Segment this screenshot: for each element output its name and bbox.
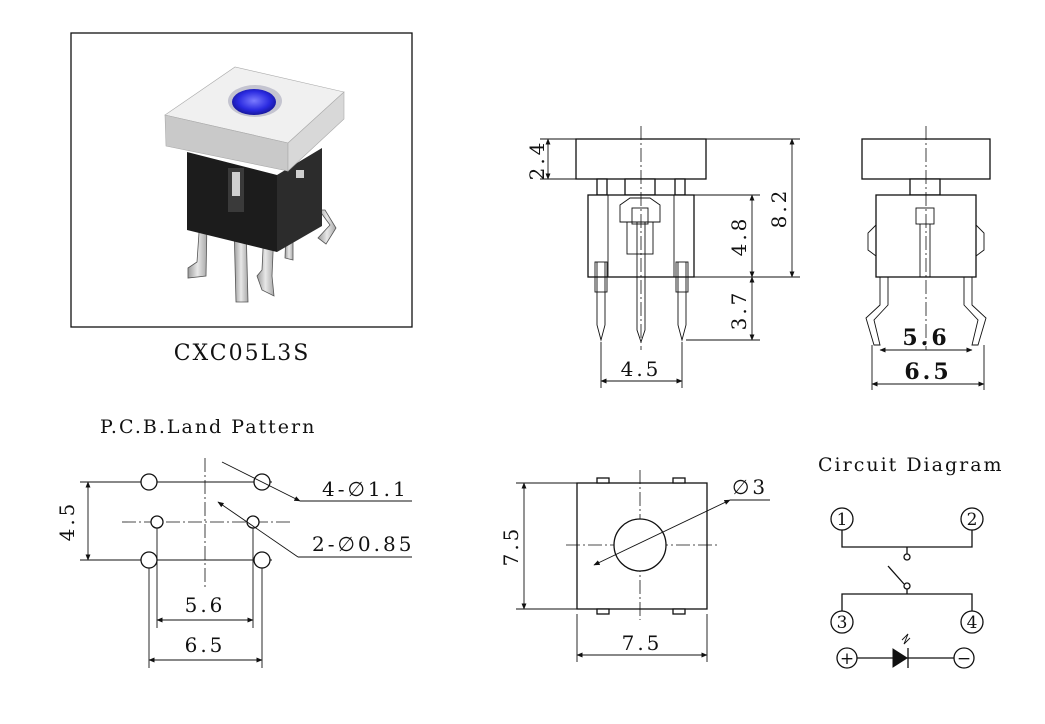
dim-lens-dia: ∅3: [732, 475, 768, 499]
leader-small: [217, 501, 299, 558]
dim-pin-inner: 5.6: [902, 325, 949, 351]
pin-4-label: 4: [967, 613, 978, 633]
dim-body-height: 4.8: [727, 216, 751, 257]
pcb-title: P.C.B.Land Pattern: [100, 416, 316, 438]
dim-top-width: 7.5: [622, 631, 663, 655]
circuit-title: Circuit Diagram: [818, 454, 1004, 476]
pin-2-label: 2: [967, 510, 978, 530]
hole-large: [140, 473, 158, 491]
led-lens: [232, 89, 276, 115]
hole-small: [150, 515, 164, 529]
minus-label: −: [957, 649, 971, 669]
leader-large: [221, 461, 301, 502]
product-photo: CXC05L3S: [70, 32, 413, 366]
side-view: 5.6 6.5: [861, 126, 991, 390]
top-view: ∅3 7.5 7.5: [499, 470, 770, 662]
switch-body: [187, 148, 322, 252]
dim-total-height: 8.2: [767, 188, 791, 229]
photo-caption: CXC05L3S: [174, 341, 311, 366]
dim-cap-height: 2.4: [525, 140, 549, 181]
lens-circle: [613, 518, 667, 572]
dim-pin-length: 3.7: [727, 290, 751, 331]
dim-pin-outer: 6.5: [904, 359, 951, 385]
switch-symbol: [887, 565, 905, 585]
hole-large: [253, 551, 271, 569]
dim-pcb-height: 4.5: [55, 501, 79, 542]
led-light-icon: [901, 633, 911, 645]
pin-1-label: 1: [837, 510, 848, 530]
dim-top-height: 7.5: [499, 526, 523, 567]
plus-label: +: [840, 649, 854, 669]
switch-cap: [164, 66, 345, 172]
label-small-holes: 2-∅0.85: [312, 532, 414, 556]
front-view: 2.4 8.2 4.8 3.7 4.5: [525, 126, 800, 388]
pcb-land-pattern: P.C.B.Land Pattern 4.5 5.6 6.5 4-∅1.1: [55, 416, 414, 668]
label-large-holes: 4-∅1.1: [322, 477, 409, 501]
dim-pcb-inner: 5.6: [185, 593, 226, 617]
pin-3-label: 3: [837, 613, 848, 633]
circuit-diagram: Circuit Diagram 1 2 3 4 + −: [818, 454, 1004, 669]
dim-pcb-outer: 6.5: [185, 633, 226, 657]
hole-large: [140, 551, 158, 569]
led-diode-symbol: [892, 648, 908, 668]
dim-pin-spacing: 4.5: [621, 357, 662, 381]
